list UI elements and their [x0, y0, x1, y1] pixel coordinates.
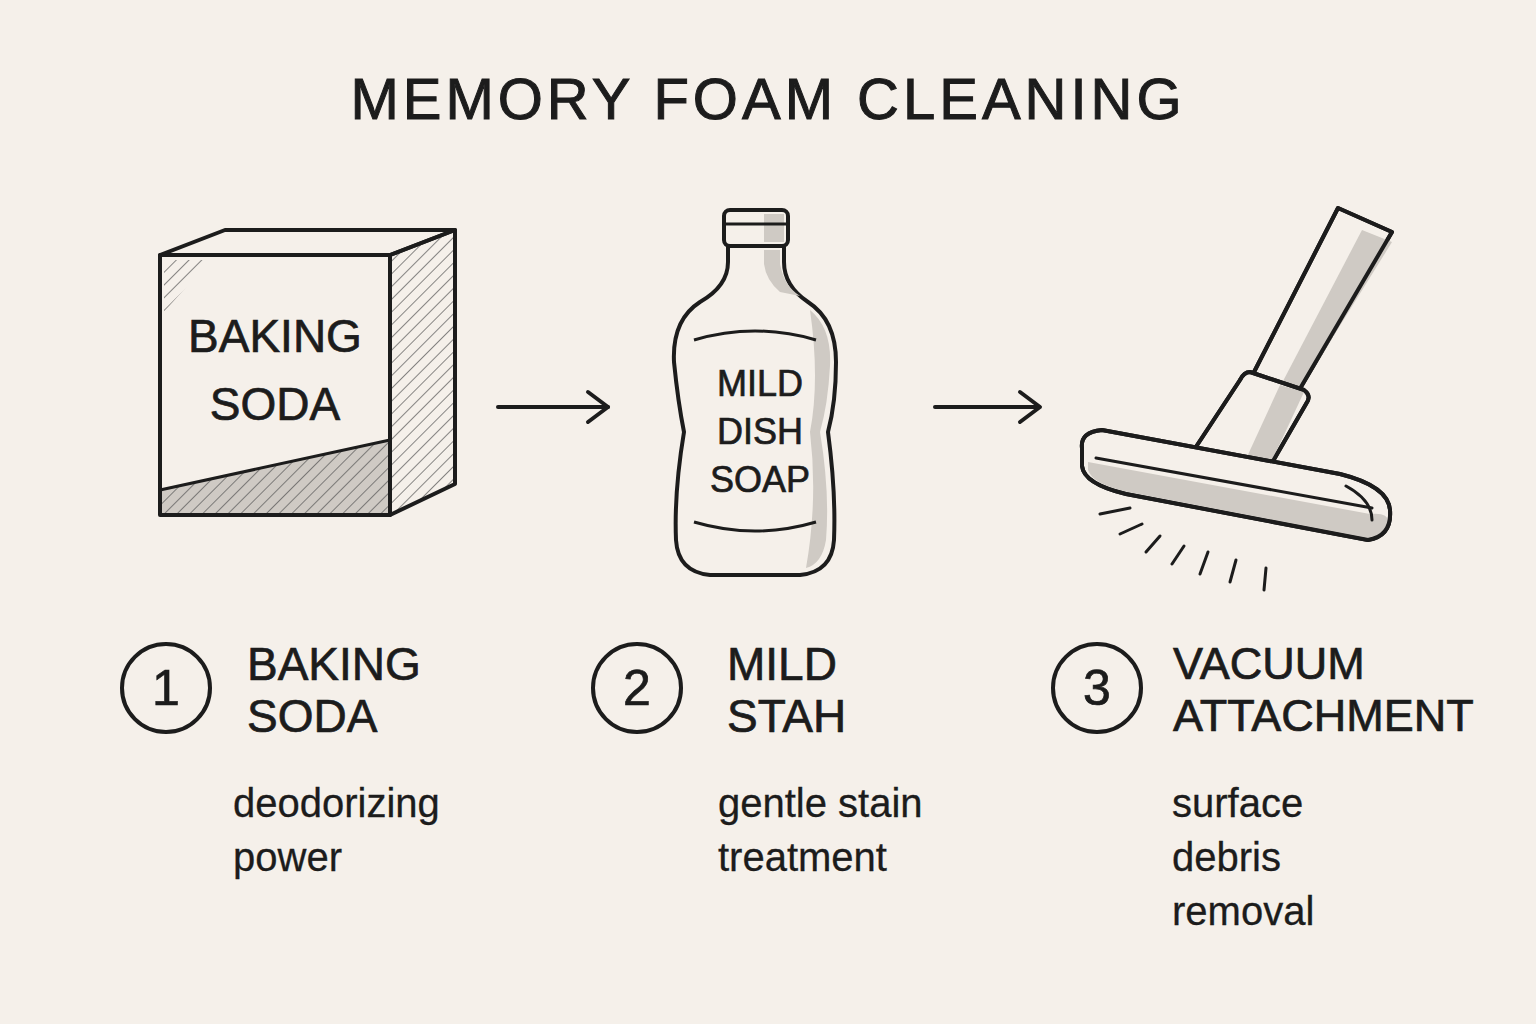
step-heading: VACUUM ATTACHMENT	[1173, 638, 1518, 742]
step-description: gentle stain treatment	[718, 776, 1008, 884]
step-heading: BAKING SODA	[247, 638, 477, 742]
flow-arrow	[935, 392, 1040, 422]
step-description: deodorizing power	[233, 776, 513, 884]
step-number-circle: 2	[591, 642, 683, 734]
step-number-circle: 1	[120, 642, 212, 734]
step-heading: MILD STAH	[727, 638, 957, 742]
step-description: surface debris removal	[1172, 776, 1372, 938]
callout-number: 3	[1083, 660, 1111, 716]
motion-lines	[1100, 508, 1266, 590]
vacuum-attachment	[1082, 208, 1392, 540]
baking-soda-box: BAKING SODA	[150, 222, 465, 552]
callout-number: 2	[623, 660, 651, 716]
flow-arrow	[498, 392, 608, 422]
step-number-circle: 3	[1051, 642, 1143, 734]
callout-number: 1	[152, 660, 180, 716]
dish-soap-bottle: MILD DISH SOAP	[660, 200, 850, 585]
box-label: BAKING SODA	[160, 302, 390, 438]
bottle-label: MILD DISH SOAP	[690, 360, 830, 504]
title: MEMORY FOAM CLEANING	[0, 64, 1536, 134]
